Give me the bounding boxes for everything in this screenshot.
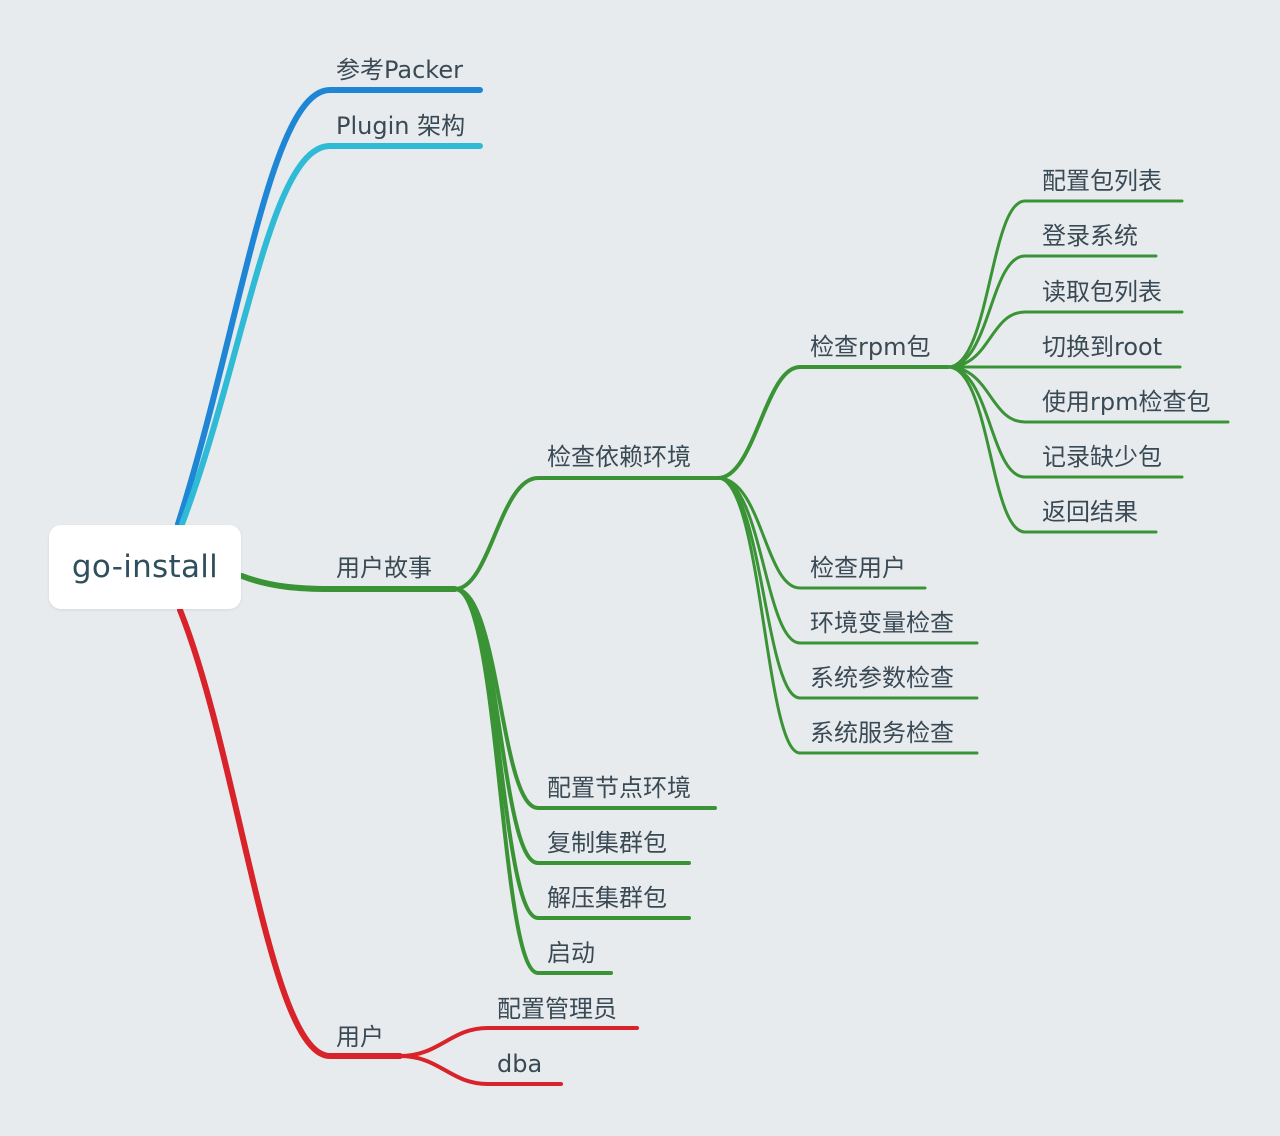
edge-story-check-deps [453,476,720,591]
node-user-item: dba [497,1050,542,1078]
node-story-item: 解压集群包 [547,884,667,912]
edges-user-children [398,1026,639,1086]
node-check-rpm: 检查rpm包 [810,333,930,361]
node-plugin: Plugin 架构 [336,112,465,140]
node-user: 用户 [336,1023,384,1051]
node-user-story: 用户故事 [336,554,432,582]
node-deps-item: 环境变量检查 [810,609,954,637]
edge-deps-check-rpm [716,365,950,480]
edge-root-user-story [239,573,458,592]
edges-story-rest [453,587,717,975]
node-rpm-step: 登录系统 [1042,222,1138,250]
node-story-item: 配置节点环境 [547,774,691,802]
node-rpm-step: 切换到root [1042,333,1162,361]
node-deps-item: 检查用户 [810,554,906,582]
node-rpm-step: 记录缺少包 [1042,443,1162,471]
node-deps-item: 系统服务检查 [810,719,954,747]
node-story-item: 启动 [547,939,595,967]
node-deps-item: 系统参数检查 [810,664,954,692]
node-check-deps: 检查依赖环境 [547,443,691,471]
edges-rpm-steps [946,199,1230,534]
edge-root-packer [175,87,483,527]
edges-deps-rest [716,476,979,755]
edge-root-user [177,607,403,1059]
node-story-item: 复制集群包 [547,829,667,857]
root-node-label: go-install [71,549,219,585]
node-rpm-step: 配置包列表 [1042,167,1162,195]
root-node[interactable]: go-install [49,525,241,609]
node-rpm-step: 读取包列表 [1042,278,1162,306]
edge-root-plugin [179,143,483,527]
node-user-item: 配置管理员 [497,995,617,1023]
node-rpm-step: 使用rpm检查包 [1042,388,1210,416]
node-packer: 参考Packer [336,56,463,84]
node-rpm-step: 返回结果 [1042,498,1138,526]
